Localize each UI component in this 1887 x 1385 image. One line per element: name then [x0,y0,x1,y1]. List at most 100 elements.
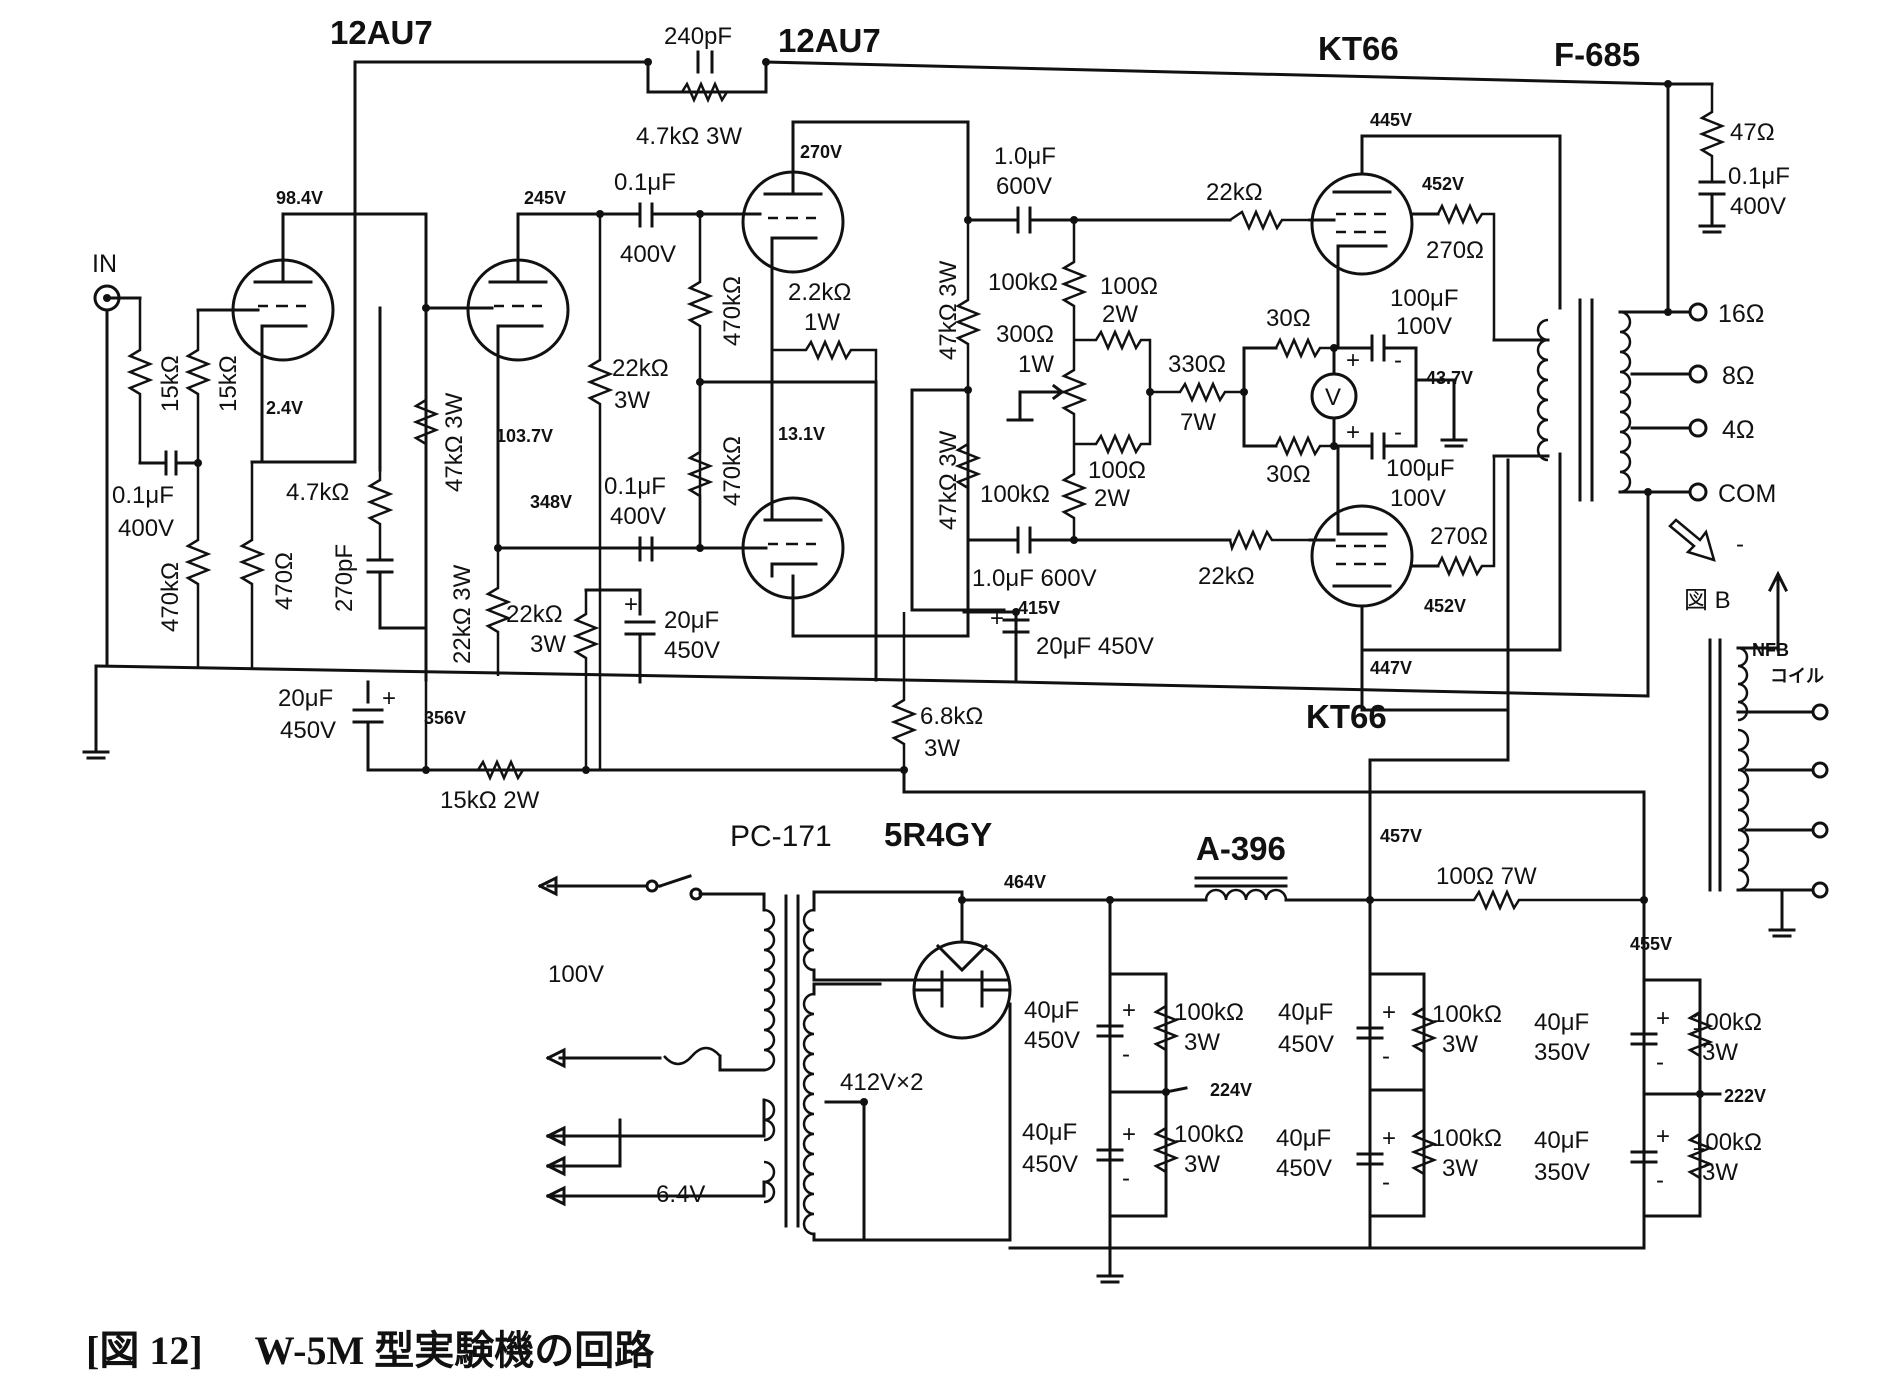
label-r-100-2w-a2: 2W [1102,301,1138,328]
ps-r2-w: 3W [1184,1151,1220,1178]
volt-13-1: 13.1V [778,424,825,444]
label-r-22k3w-c2: 3W [530,631,566,658]
out-16: 16Ω [1718,300,1765,328]
resistor-100k-a [1060,220,1088,340]
ps-c5-v: 350V [1534,1039,1590,1066]
fig-b-dash: - [1736,531,1744,558]
feedback-bus [353,50,1670,207]
ps-r6-w: 3W [1702,1159,1738,1186]
ps-c2-v: 450V [1022,1151,1078,1178]
label-r-100-2w-b: 100Ω [1088,457,1146,484]
nfb-label-2: コイル [1770,666,1824,686]
terminal-4 [1688,418,1708,438]
label-c100u-b-v: 100V [1390,485,1446,512]
label-r-47k3w-c: 47kΩ 3W [935,430,962,530]
volt-415: 415V [1018,598,1060,618]
input-label: IN [92,250,117,278]
label-r-100k-b: 100kΩ [980,481,1050,508]
label-c20u-b: 20μF [278,685,333,712]
label-r-15k2w: 15kΩ 2W [440,787,540,814]
fig-b-arrow [1668,518,1716,562]
resistor-47k-3w-a [412,308,440,770]
label-r-270-b: 270Ω [1430,523,1488,550]
label-c100u-b: 100μF [1386,455,1455,482]
label-c01a-v: 400V [620,241,676,268]
tube-kt66-upper [1308,172,1414,276]
resistor-2k2 [772,338,878,382]
label-r-22k-b: 22kΩ [1198,563,1255,590]
cap-plus-i: + [1382,1125,1396,1152]
mains-label: 100V [548,961,604,988]
volt-348: 348V [530,492,572,512]
ground-bus [82,664,1650,760]
terminal-com [1688,482,1708,502]
kt66-upper-label: KT66 [1318,30,1399,67]
resistor-4k7 [366,470,394,560]
label-c01-out: 0.1μF [1728,163,1790,190]
volt-224: 224V [1210,1080,1252,1100]
label-r-22k3w-c: 22kΩ [506,601,563,628]
resistor-22k-3w-a [484,548,512,676]
volt-222: 222V [1724,1086,1766,1106]
v2-label: 12AU7 [778,22,881,59]
fig-b-label: 図 B [1684,587,1731,614]
volt-245: 245V [524,188,566,208]
label-r-100-2w-a: 100Ω [1100,273,1158,300]
label-r-6k8: 6.8kΩ [920,703,983,730]
volt-455: 455V [1630,934,1672,954]
resistor-15k-2w [426,758,586,782]
label-c-270p: 270pF [331,544,358,612]
cap-plus-j: + [1656,1005,1670,1032]
nfb-coil [1708,570,1829,938]
heater-label: 6.4V [656,1181,705,1208]
caption-fig: [図 12] [86,1328,203,1373]
resistor-15k-in2 [184,310,212,463]
resistor-15k-in1 [126,298,154,463]
resistor-470k-b [686,382,714,548]
label-r-in1: 15kΩ [157,355,184,412]
resistor-6k8 [890,612,918,770]
tube-v2 [466,258,570,362]
label-r-100-7w: 100Ω 7W [1436,863,1537,890]
label-c1u-a-v: 600V [996,173,1052,200]
label-c01b: 0.1μF [604,473,666,500]
label-r-22k3w-b: 22kΩ [612,355,669,382]
cap-plus-c: + [1346,419,1360,446]
ps-r4-w: 3W [1442,1155,1478,1182]
label-r-47-out: 47Ω [1730,119,1775,146]
out-8: 8Ω [1722,362,1755,390]
resistor-330-7w [1150,380,1244,404]
cap-plus-d: + [990,605,1004,632]
resistor-47-zobel [1698,84,1726,182]
resistor-47k-3w-c [954,390,982,636]
resistor-470-cath [238,462,266,668]
ps-r1-w: 3W [1184,1029,1220,1056]
label-r-47k3w-a: 47kΩ 3W [441,392,468,492]
label-c20u-a: 20μF [664,607,719,634]
label-r-fb: 4.7kΩ 3W [636,123,742,150]
ps-c2: 40μF [1022,1119,1077,1146]
output-transformer [1492,298,1692,502]
volt-356: 356V [424,708,466,728]
ps-r1: 100kΩ [1174,999,1244,1026]
resistor-22k-b [1228,528,1310,552]
label-c01a: 0.1μF [614,169,676,196]
terminal-16 [1688,302,1708,322]
tube-5r4gy [912,940,1012,1040]
out-com: COM [1718,480,1776,508]
resistor-270-a [1436,202,1496,340]
label-c-in: 0.1μF [112,482,174,509]
ps-r5: 100kΩ [1692,1009,1762,1036]
resistor-470k-in [184,463,212,668]
terminal-8 [1688,364,1708,384]
ps-c4: 40μF [1276,1125,1331,1152]
cap-plus-g: + [1122,1121,1136,1148]
input-jack [93,284,121,668]
label-c100u-a: 100μF [1390,285,1459,312]
cap-plus-k: + [1656,1123,1670,1150]
rect-label: 5R4GY [884,816,992,853]
cap-minus-b: - [1394,347,1402,374]
label-r-47k3w-b: 47kΩ 3W [935,260,962,360]
label-r-300: 300Ω [996,321,1054,348]
resistor-100-2w-b [1074,392,1152,456]
